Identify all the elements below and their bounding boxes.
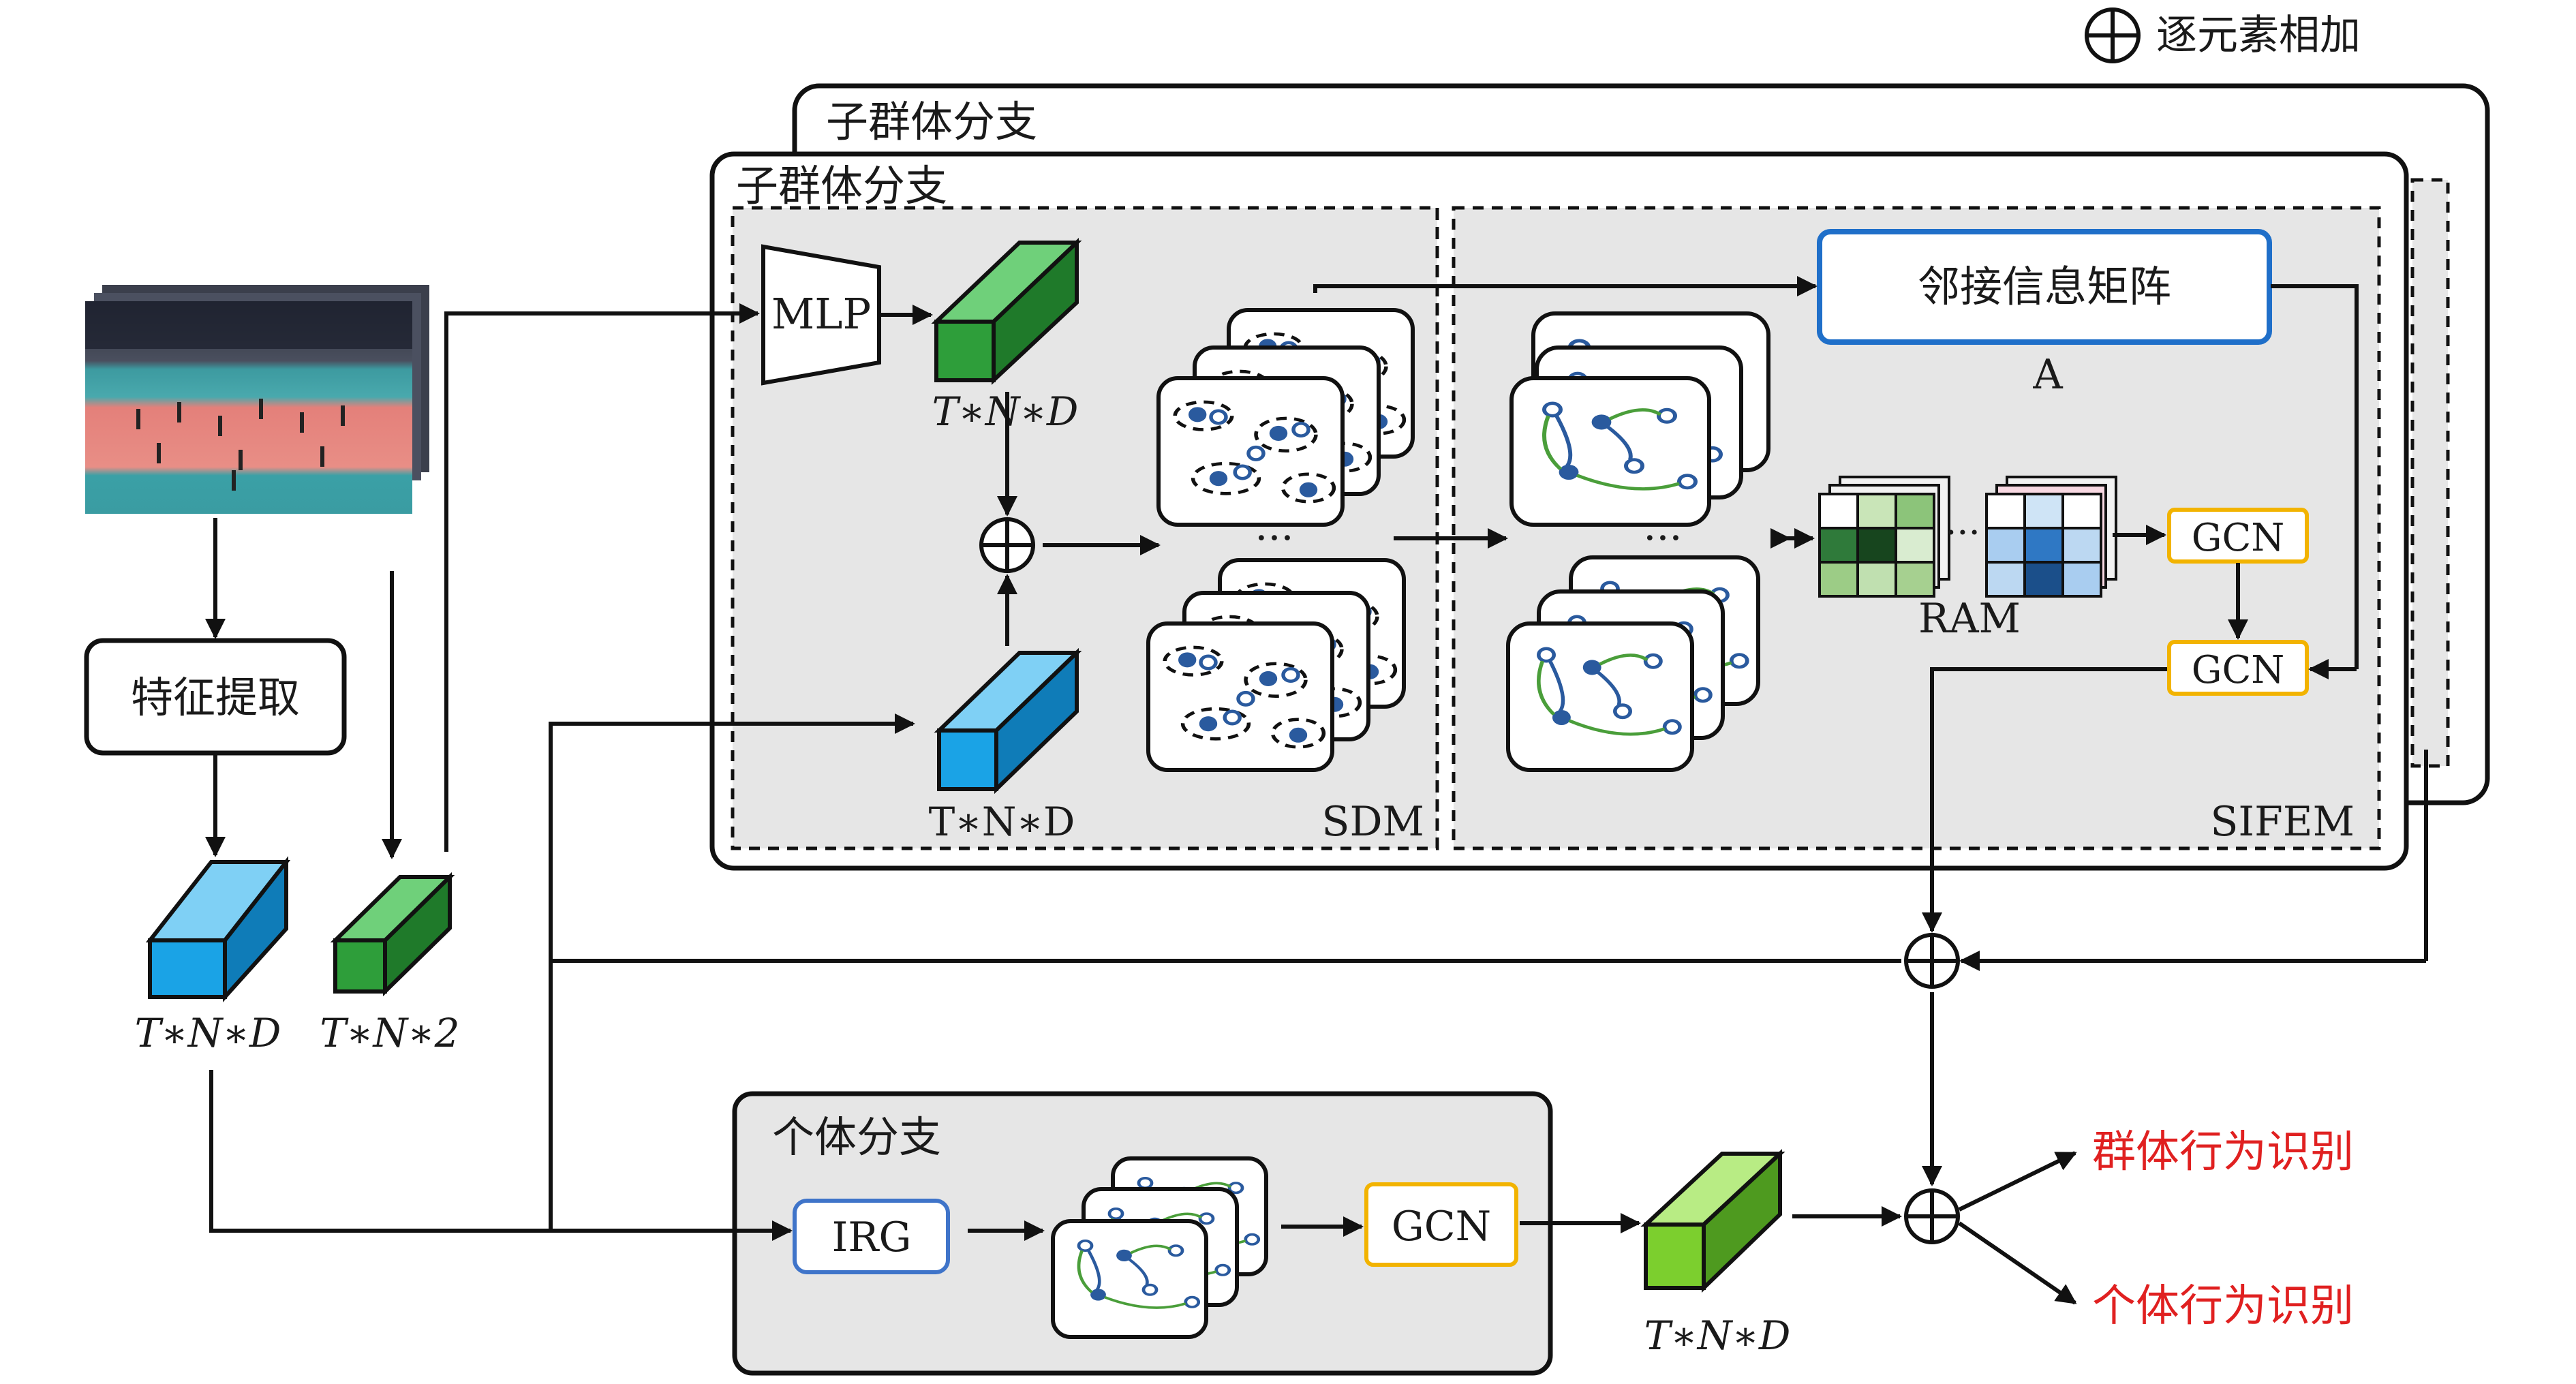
gcn-2-label: GCN [2192,648,2285,692]
blue-cube-mid-dims: T∗N∗D [929,799,1075,845]
irg-box [793,1199,950,1274]
adjacency-matrix-label: 邻接信息矩阵 [1918,262,2171,311]
legend: 逐元素相加 [2085,7,2361,63]
adjacency-matrix-box [1817,229,2272,345]
sdm-cards-top [1156,308,1415,527]
green-cube-output-dims: T∗N∗D [1644,1312,1791,1359]
plus-sdm-icon [979,517,1035,573]
group-activity-output: 群体行为识别 [2092,1127,2354,1178]
ram-matrix-green [1818,476,1950,598]
gcn-box-3 [1364,1182,1518,1267]
sifem-label: SIFEM [2210,798,2355,846]
gcn-box-1 [2167,508,2309,564]
sifem-cards-top [1509,311,1770,527]
ram-matrix-blue [1985,476,2117,598]
sdm-cards-bottom [1146,558,1406,772]
green-cube-left [330,872,455,997]
plus-merge-icon [1904,933,1960,989]
subgroup-front-title: 子群体分支 [736,161,947,211]
blue-cube-left [145,856,291,1002]
adjacency-sub-label: A [2032,351,2063,399]
sdm-label: SDM [1321,798,1424,846]
feature-extraction-label: 特征提取 [131,673,300,722]
individual-action-output: 个体行为识别 [2092,1281,2354,1332]
gcn-box-2 [2167,640,2309,696]
legend-label: 逐元素相加 [2156,12,2361,59]
green-cube-left-dims: T∗N∗2 [320,1010,459,1056]
sdm-ellipsis: ··· [1255,514,1293,562]
mlp-label: MLP [771,289,871,339]
sifem-cards-bottom [1506,555,1760,772]
mlp-block [761,244,881,386]
ram-label: RAM [1918,595,2021,643]
individual-branch: 个体分支 IRG GCN [732,1091,1553,1376]
gcn-3-label: GCN [1392,1203,1491,1250]
individual-title: 个体分支 [772,1112,941,1162]
blue-cube-mid [934,647,1082,795]
green-cube-output [1640,1149,1785,1293]
plus-final-icon [1904,1188,1960,1244]
ram-ellipsis: ··· [1945,511,1980,554]
green-cube-mid [931,238,1082,385]
subgroup-back-title: 子群体分支 [826,97,1037,147]
blue-cube-left-dims: T∗N∗D [135,1010,281,1056]
irg-label: IRG [832,1214,912,1261]
input-video-frames [85,285,429,514]
sifem-ellipsis: ··· [1643,514,1682,562]
gcn-1-label: GCN [2192,516,2285,560]
connector-lines [205,276,2428,1305]
